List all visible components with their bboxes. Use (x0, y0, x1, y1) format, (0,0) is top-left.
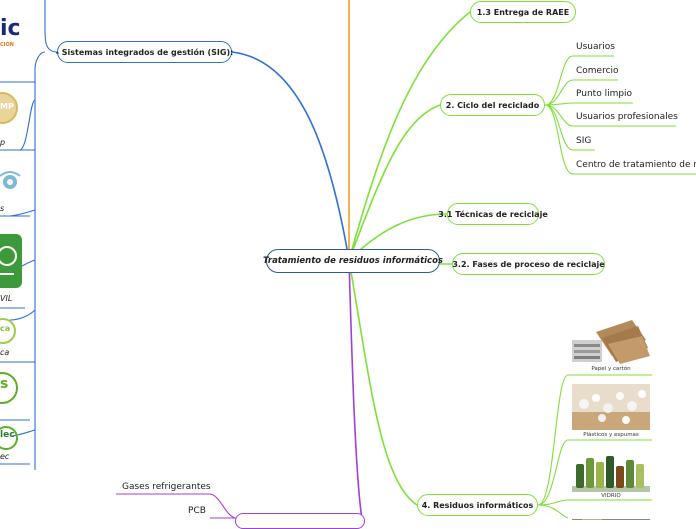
connector-sig-logos (9, 0, 58, 470)
plastics-foam-image (572, 384, 650, 430)
central-node[interactable]: Tratamiento de residuos informáticos (263, 249, 443, 273)
sig-logo-ring (0, 318, 16, 344)
electronics-image-partial (572, 512, 650, 520)
sig-logo-caption: ec (0, 452, 10, 461)
central-node-label: Tratamiento de residuos informáticos (263, 256, 443, 266)
connector-ciclo-items (544, 55, 696, 175)
connector-residuos (348, 259, 418, 506)
sig-logo-text: ca (0, 324, 11, 333)
sig-logo-emblem (0, 168, 24, 196)
topic-fases-reciclaje-label: 3.2. Fases de proceso de reciclaje (452, 259, 605, 269)
topic-ciclo-reciclado[interactable]: 2. Ciclo del reciclado (440, 94, 545, 116)
paper-cardboard-image (572, 318, 650, 364)
waste-caption: VIDRIO (601, 493, 621, 499)
topic-tecnicas-reciclaje[interactable]: 3.1 Técnicas de reciclaje (438, 203, 548, 225)
sig-logo-text: MP (0, 102, 14, 111)
waste-caption: Plásticos y espumas (583, 432, 639, 438)
connector-residuos-images (537, 374, 652, 519)
topic-sig[interactable]: - Sistemas integrados de gestión (SIG): (55, 41, 234, 63)
glass-bottles-image (572, 448, 650, 492)
sig-logo-recycle-green (0, 234, 22, 288)
sig-logo-subtext: CIÓN (0, 42, 14, 48)
cycle-item[interactable]: Centro de tratamiento de res (576, 160, 696, 170)
sig-logo-text: ic (0, 16, 21, 41)
sig-logo-ring (0, 426, 18, 450)
sig-logo-text: s (0, 376, 9, 392)
cycle-item[interactable]: Usuarios profesionales (576, 112, 678, 122)
hazard-item[interactable]: PCB (188, 506, 206, 516)
connector-hazard (348, 259, 363, 520)
connector-ciclo (348, 104, 441, 261)
topic-fases-reciclaje[interactable]: 3.2. Fases de proceso de reciclaje (452, 253, 605, 275)
topic-residuos-informaticos[interactable]: 4. Residuos informáticos (417, 494, 538, 516)
sig-logo-text: lec (0, 430, 15, 440)
logo-underlines (0, 81, 35, 465)
topic-tecnicas-reciclaje-label: 3.1 Técnicas de reciclaje (438, 209, 548, 219)
sig-logo-caption: VIL (0, 294, 13, 303)
hazard-item[interactable]: Gases refrigerantes (122, 482, 211, 492)
connector-entrega (348, 11, 471, 261)
cycle-item[interactable]: Punto limpio (576, 89, 633, 99)
connector-sig (231, 51, 350, 261)
topic-entrega-raee-label: 1.3 Entrega de RAEE (476, 7, 570, 17)
topic-entrega-raee[interactable]: 1.3 Entrega de RAEE (470, 1, 576, 23)
cycle-item[interactable]: Usuarios (576, 42, 615, 52)
cycle-item[interactable]: Comercio (576, 66, 619, 76)
connector-hazard-items (116, 493, 362, 519)
sig-logo-caption: s (0, 204, 5, 213)
hazard-topic-node-partial[interactable] (235, 513, 365, 529)
sig-logo-caption: ca (0, 348, 10, 357)
sig-logo-caption: p (0, 138, 6, 147)
topic-residuos-informaticos-label: 4. Residuos informáticos (421, 500, 534, 510)
waste-caption: Papel y cartón (591, 366, 631, 372)
topic-ciclo-reciclado-label: 2. Ciclo del reciclado (445, 100, 540, 110)
topic-sig-label: - Sistemas integrados de gestión (SIG): (55, 47, 234, 57)
cycle-item[interactable]: SIG (576, 136, 592, 146)
